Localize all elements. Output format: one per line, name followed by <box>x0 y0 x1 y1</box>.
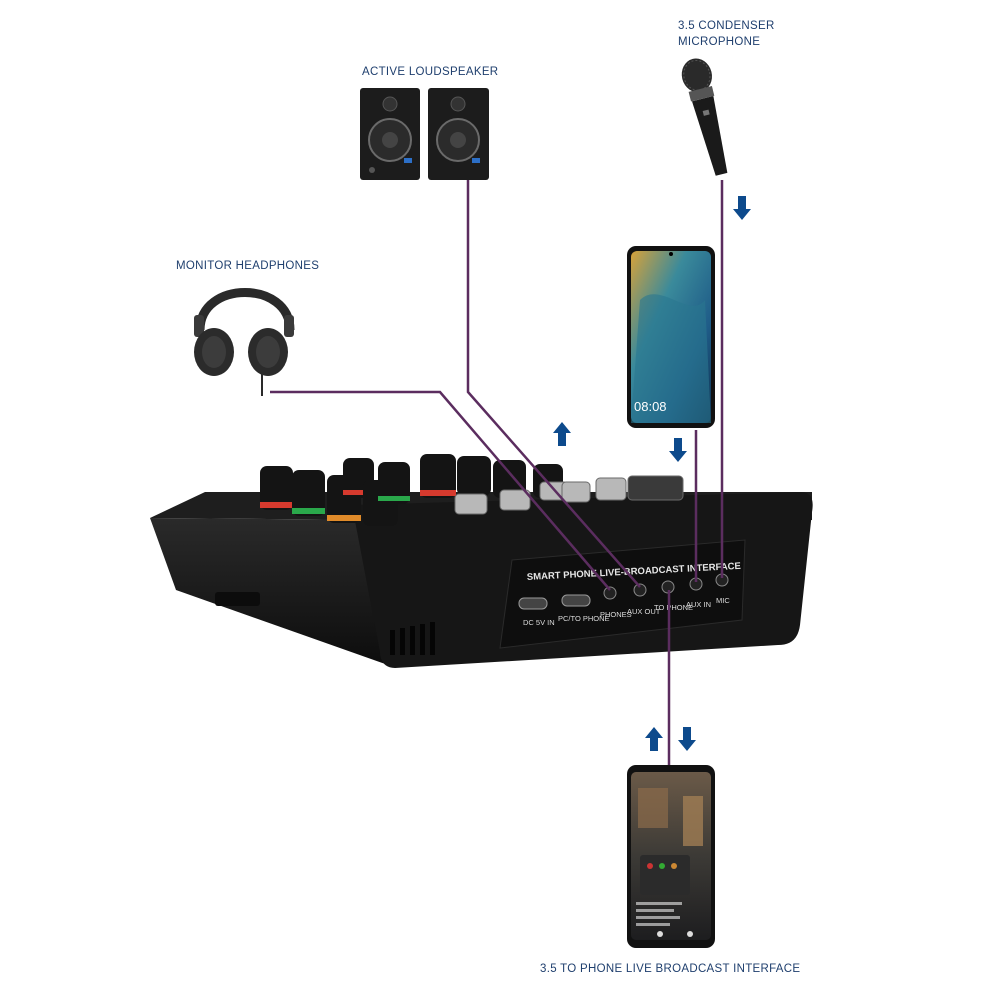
phone-clock: 08:08 <box>634 399 667 414</box>
audio-mixer: SMART PHONE LIVE-BROADCAST INTERFACE DC … <box>150 454 813 668</box>
cables <box>270 180 724 765</box>
phone-aux-source: 08:08 <box>627 246 715 428</box>
cable-loudspeaker <box>466 180 641 588</box>
port-label-aux-out: AUX OUT <box>627 607 661 616</box>
mixer-ports <box>518 573 729 610</box>
mixer-port-labels: DC 5V IN PC/TO PHONE PHONES AUX OUT TO P… <box>523 596 730 627</box>
arrow-down-to-phone <box>678 727 696 751</box>
signal-arrows <box>553 196 751 751</box>
microphone-label-line1: 3.5 CONDENSER <box>678 20 775 32</box>
microphone-label: 3.5 CONDENSER MICROPHONE <box>678 18 775 50</box>
port-label-mic: MIC <box>716 596 730 605</box>
microphone-label-line2: MICROPHONE <box>678 36 761 48</box>
condenser-microphone <box>681 58 728 176</box>
phone-live-broadcast <box>627 765 715 948</box>
loudspeaker-label: ACTIVE LOUDSPEAKER <box>362 66 499 78</box>
bottom-phone-label: 3.5 TO PHONE LIVE BROADCAST INTERFACE <box>540 963 801 975</box>
port-label-aux-in: AUX IN <box>686 600 711 609</box>
loudspeaker-left <box>360 88 420 180</box>
port-label-dc-in: DC 5V IN <box>523 618 555 627</box>
port-label-pc-phone: PC/TO PHONE <box>558 614 610 623</box>
monitor-headphones <box>194 288 295 396</box>
headphones-label: MONITOR HEADPHONES <box>176 260 320 272</box>
arrow-up-mixer-out <box>553 422 571 446</box>
port-label-phones: PHONES <box>600 610 632 619</box>
arrow-up-to-phone <box>645 727 663 751</box>
arrow-down-aux-phone <box>669 438 687 462</box>
port-label-to-phone: TO PHONE <box>654 603 693 612</box>
cable-headphones <box>270 390 611 591</box>
mixer-knobs <box>260 454 563 526</box>
loudspeaker-right <box>428 88 489 180</box>
arrow-down-mic <box>733 196 751 220</box>
